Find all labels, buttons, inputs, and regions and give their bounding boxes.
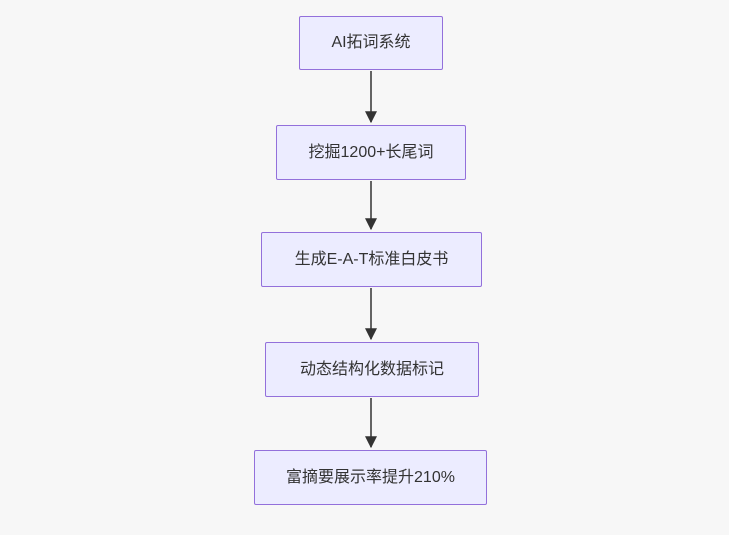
flow-node-longtail-keyword-mining: 挖掘1200+长尾词 (276, 125, 466, 180)
flow-node-rich-snippet-result: 富摘要展示率提升210% (254, 450, 487, 505)
flow-node-label: 挖掘1200+长尾词 (308, 143, 434, 161)
flow-node-label: 生成E-A-T标准白皮书 (294, 250, 449, 268)
flow-node-structured-data-markup: 动态结构化数据标记 (265, 342, 479, 397)
flow-node-label: 富摘要展示率提升210% (286, 468, 455, 486)
flow-node-ai-expansion-system: AI拓词系统 (299, 16, 443, 70)
flow-node-eat-whitepaper: 生成E-A-T标准白皮书 (261, 232, 482, 287)
flow-node-label: 动态结构化数据标记 (299, 360, 444, 378)
flow-node-label: AI拓词系统 (331, 34, 411, 52)
